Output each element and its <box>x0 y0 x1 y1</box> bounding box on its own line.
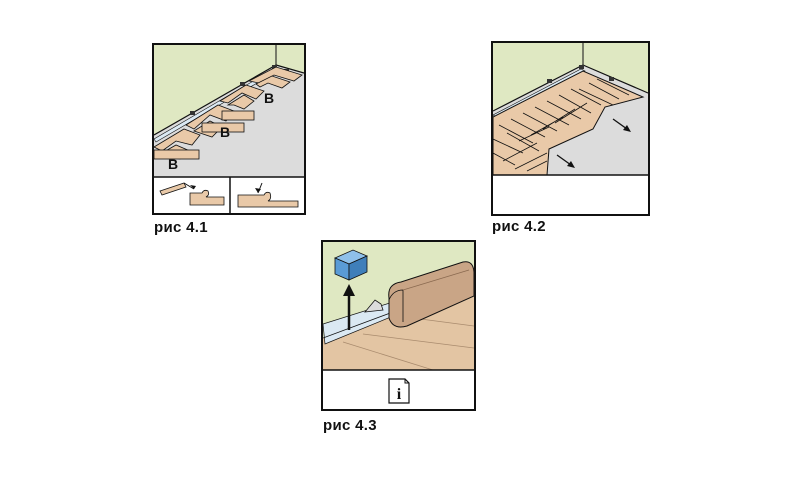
figure-caption: рис 4.3 <box>323 417 377 434</box>
arrow-up-icon <box>343 284 355 330</box>
figure-4-3: i <box>321 240 476 411</box>
figure-caption: рис 4.1 <box>154 219 208 236</box>
plank-label-b: B <box>264 90 274 106</box>
mounting-block-icon <box>334 249 368 281</box>
info-icon: i <box>388 378 410 404</box>
herringbone-start-illustration: B B B <box>154 45 304 213</box>
plank-label-b: B <box>220 124 230 140</box>
arrow-icon <box>556 154 575 168</box>
figure-caption: рис 4.2 <box>492 218 546 235</box>
plank-label-b: B <box>168 156 178 172</box>
figure-4-1: B B B <box>152 43 306 215</box>
svg-text:i: i <box>397 386 402 403</box>
skirting-board <box>388 261 474 328</box>
click-joint-angle-detail <box>159 182 225 206</box>
click-joint-lock-detail <box>237 182 299 208</box>
herringbone-continue-illustration <box>493 43 648 176</box>
skirting-board-illustration: i <box>323 242 474 404</box>
arrow-icon <box>612 118 631 132</box>
figure-4-2 <box>491 41 650 216</box>
